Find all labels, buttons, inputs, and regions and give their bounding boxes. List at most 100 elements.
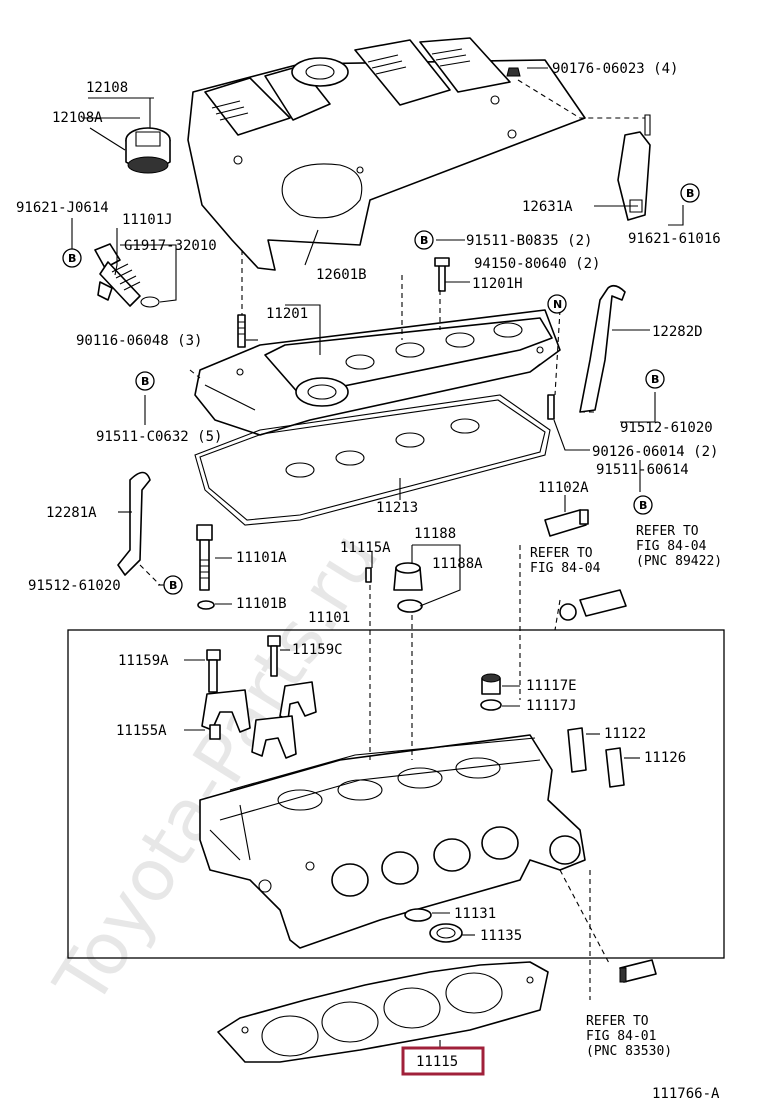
label-12631a[interactable]: 12631A: [522, 199, 573, 215]
highlight-box-11115: [401, 1046, 485, 1076]
callout-b-4: B: [135, 371, 155, 391]
label-11126[interactable]: 11126: [644, 750, 686, 766]
callout-n: N: [547, 294, 567, 314]
label-11201h[interactable]: 11201H: [472, 276, 523, 292]
reference-note-3[interactable]: REFER TO FIG 84-01 (PNC 83530): [586, 1014, 672, 1059]
label-91511-b0835[interactable]: 91511-B0835 (2): [466, 233, 592, 249]
camshaft-bearing-caps[interactable]: [201, 681, 317, 759]
label-11101[interactable]: 11101: [308, 610, 350, 626]
washer-11101b[interactable]: [197, 600, 215, 610]
label-91511-60614[interactable]: 91511-60614: [596, 462, 689, 478]
sensor-11102a[interactable]: [544, 509, 589, 537]
seal-11126[interactable]: [605, 747, 625, 788]
label-11101b[interactable]: 11101B: [236, 596, 287, 612]
label-90116[interactable]: 90116-06048 (3): [76, 333, 202, 349]
label-91512-61020-a[interactable]: 91512-61020: [620, 420, 713, 436]
label-90126[interactable]: 90126-06014 (2): [592, 444, 718, 460]
svg-text:(PNC 83530): (PNC 83530): [586, 1044, 672, 1059]
plug-11131[interactable]: [404, 908, 432, 922]
oil-control-valve-11101j[interactable]: [94, 243, 160, 308]
alignment-dashes: [139, 79, 645, 1000]
bracket-12282d[interactable]: [579, 284, 626, 413]
label-12282d[interactable]: 12282D: [652, 324, 703, 340]
label-11115a[interactable]: 11115A: [340, 540, 391, 556]
plug-11188[interactable]: [393, 562, 423, 591]
head-gasket-11115[interactable]: [217, 961, 549, 1063]
svg-text:B: B: [420, 234, 428, 247]
oil-filler-cap-12108[interactable]: [125, 127, 171, 174]
svg-text:REFER TO: REFER TO: [530, 546, 593, 561]
figure-code: 111766-A: [652, 1086, 720, 1102]
label-g1917-32010[interactable]: G1917-32010: [124, 238, 217, 254]
bolt-11101a[interactable]: [196, 524, 213, 591]
svg-text:FIG 84-04: FIG 84-04: [530, 561, 601, 576]
bolt-11159a[interactable]: [206, 649, 221, 693]
temperature-sensor[interactable]: [559, 589, 627, 621]
reference-note-1[interactable]: REFER TO FIG 84-04: [530, 546, 601, 576]
svg-text:(PNC 89422): (PNC 89422): [636, 554, 722, 569]
label-11117j[interactable]: 11117J: [526, 698, 577, 714]
label-94150[interactable]: 94150-80640 (2): [474, 256, 600, 272]
svg-text:FIG 84-04: FIG 84-04: [636, 539, 707, 554]
svg-text:FIG 84-01: FIG 84-01: [586, 1029, 656, 1044]
label-91512-61020-b[interactable]: 91512-61020: [28, 578, 121, 594]
svg-text:REFER TO: REFER TO: [586, 1014, 649, 1029]
leader-lines: [71, 67, 684, 1048]
cylinder-head-subassembly-frame: [67, 629, 725, 959]
head-cover-gasket-11213[interactable]: [194, 394, 551, 526]
reference-note-2[interactable]: REFER TO FIG 84-04 (PNC 89422): [636, 524, 722, 569]
gasket-11188a[interactable]: [397, 599, 423, 613]
gasket-11117j[interactable]: [480, 699, 502, 711]
label-91621-j0614[interactable]: 91621-J0614: [16, 200, 109, 216]
label-11159a[interactable]: 11159A: [118, 653, 169, 669]
engine-cover-12601b[interactable]: [187, 37, 586, 271]
svg-text:B: B: [686, 187, 694, 200]
pin-11115a[interactable]: [365, 567, 372, 583]
label-11155a[interactable]: 11155A: [116, 723, 167, 739]
callout-b-3: B: [414, 230, 434, 250]
label-12108a[interactable]: 12108A: [52, 110, 103, 126]
svg-text:B: B: [141, 375, 149, 388]
cylinder-head-cover-11201[interactable]: [194, 309, 561, 436]
label-11101j[interactable]: 11101J: [122, 212, 173, 228]
svg-text:B: B: [651, 373, 659, 386]
callout-b-5: B: [645, 369, 665, 389]
label-11213[interactable]: 11213: [376, 500, 418, 516]
label-12601b[interactable]: 12601B: [316, 267, 367, 283]
svg-text:B: B: [68, 252, 76, 265]
guide-11122[interactable]: [567, 727, 587, 773]
label-11201[interactable]: 11201: [266, 306, 308, 322]
callout-b-2: B: [680, 183, 700, 203]
cylinder-head-11101[interactable]: [199, 734, 586, 949]
label-11188[interactable]: 11188: [414, 526, 456, 542]
bracket-12281a[interactable]: [117, 471, 151, 576]
label-11159c[interactable]: 11159C: [292, 642, 343, 658]
label-11101a[interactable]: 11101A: [236, 550, 287, 566]
label-11135[interactable]: 11135: [480, 928, 522, 944]
bracket-12631a[interactable]: [617, 114, 651, 221]
label-12108[interactable]: 12108: [86, 80, 128, 96]
bolt-11159c[interactable]: [267, 635, 281, 677]
seal-11135[interactable]: [429, 923, 463, 943]
bolt-90176[interactable]: [506, 67, 521, 77]
label-11131[interactable]: 11131: [454, 906, 496, 922]
stud-90126[interactable]: [547, 394, 555, 420]
label-90176[interactable]: 90176-06023 (4): [552, 61, 678, 77]
label-91621-61016[interactable]: 91621-61016: [628, 231, 721, 247]
label-11188a[interactable]: 11188A: [432, 556, 483, 572]
label-91511-c0632[interactable]: 91511-C0632 (5): [96, 429, 222, 445]
label-11122[interactable]: 11122: [604, 726, 646, 742]
bolt-11201h[interactable]: [434, 257, 450, 292]
label-11102a[interactable]: 11102A: [538, 480, 589, 496]
label-12281a[interactable]: 12281A: [46, 505, 97, 521]
label-11117e[interactable]: 11117E: [526, 678, 577, 694]
sensor-fitting-lower[interactable]: [619, 959, 657, 983]
dowel-11155a[interactable]: [209, 724, 221, 740]
plug-11117e[interactable]: [481, 673, 501, 695]
svg-text:REFER TO: REFER TO: [636, 524, 699, 539]
svg-text:B: B: [169, 579, 177, 592]
callout-b-6: B: [633, 495, 653, 515]
stud-90116[interactable]: [237, 314, 246, 348]
label-11115[interactable]: 11115: [416, 1054, 458, 1070]
